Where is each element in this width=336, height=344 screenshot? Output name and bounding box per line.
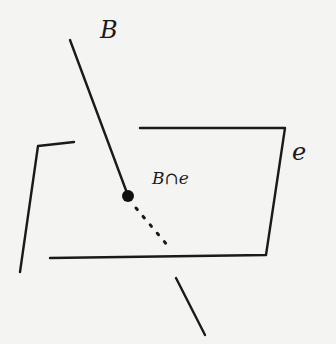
line-b	[70, 40, 127, 193]
plane-label: e	[292, 140, 306, 164]
line-label: B	[100, 18, 118, 42]
intersection-label: B∩e	[152, 170, 189, 187]
line-b	[176, 278, 205, 335]
plane-edge	[50, 128, 285, 258]
hidden-line	[136, 208, 168, 246]
plane-edge	[20, 142, 74, 272]
intersection-point	[122, 190, 134, 202]
